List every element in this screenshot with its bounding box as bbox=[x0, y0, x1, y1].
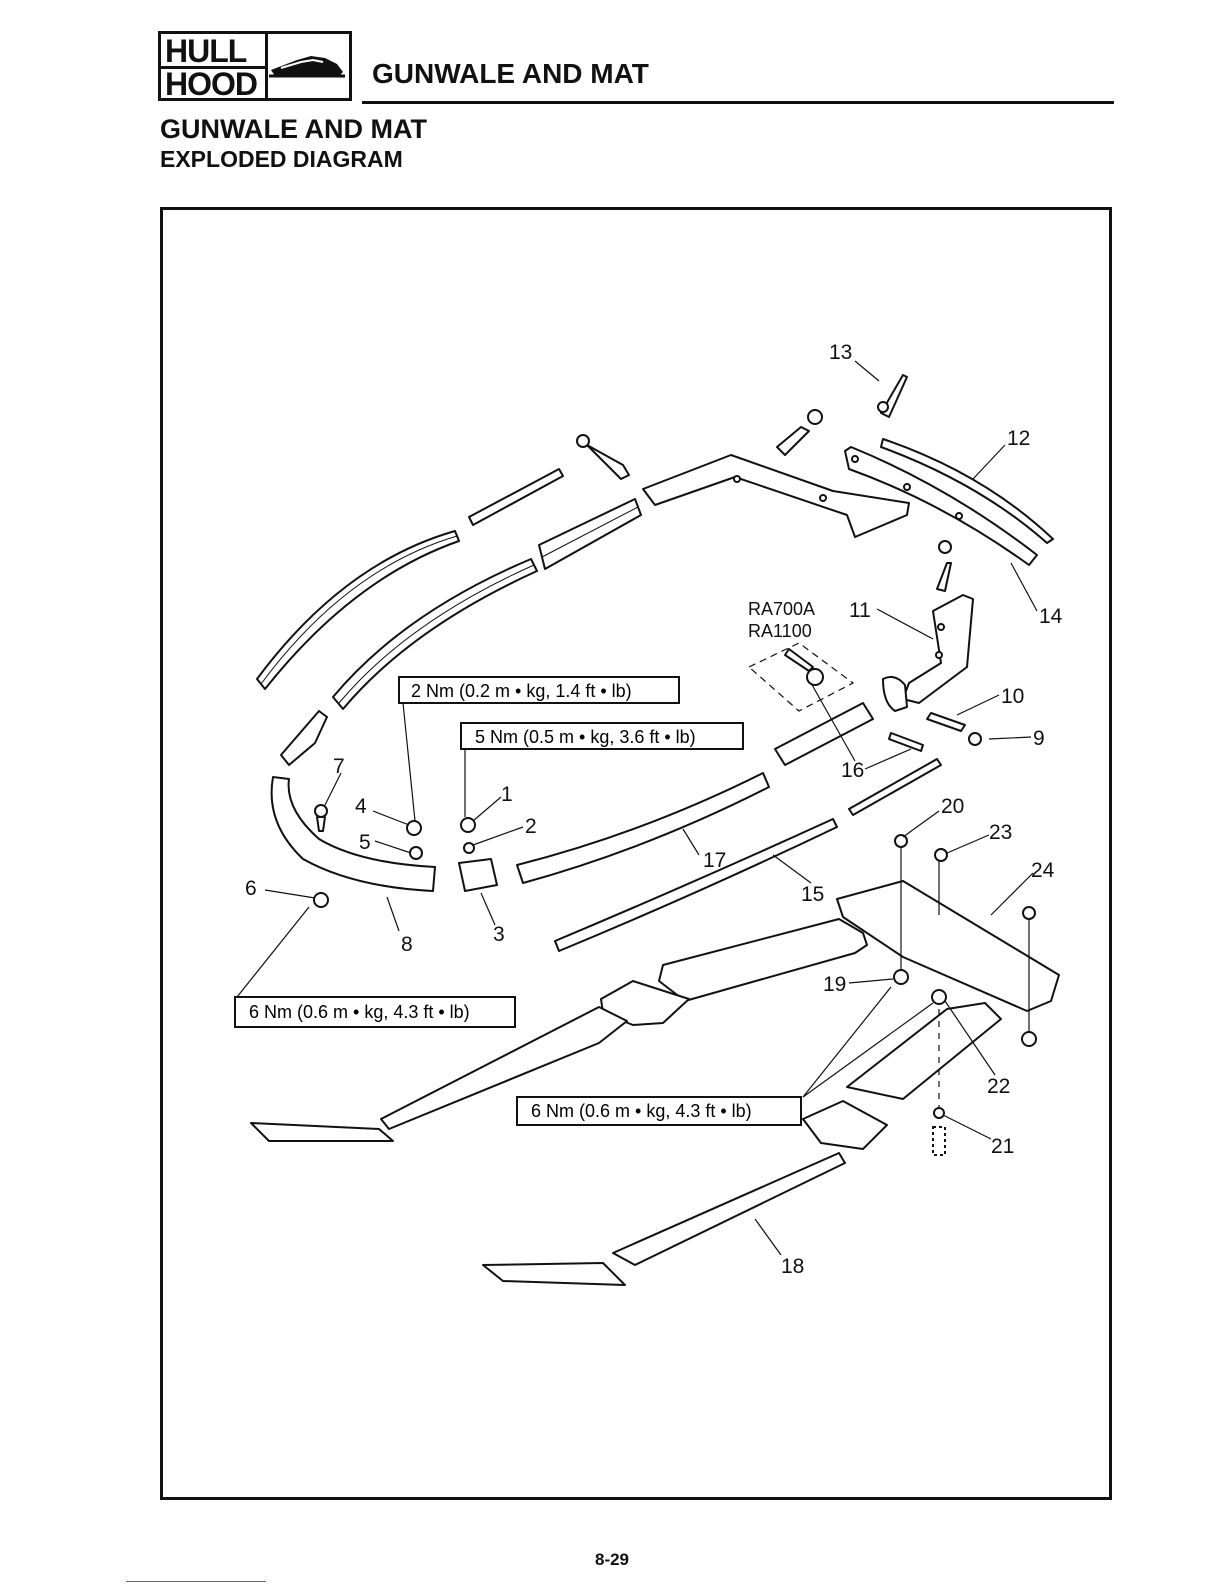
header-title: GUNWALE AND MAT bbox=[372, 58, 649, 90]
part-18-mat-pad bbox=[613, 1153, 845, 1265]
callout-12: 12 bbox=[1007, 427, 1030, 450]
callout-23: 23 bbox=[989, 821, 1012, 844]
torque-label-6nm-right: 6 Nm (0.6 m • kg, 4.3 ft • lb) bbox=[531, 1101, 752, 1121]
part-3-block bbox=[459, 859, 497, 891]
diagram-parts bbox=[251, 375, 1059, 1285]
left-clip bbox=[281, 711, 327, 765]
callout-15: 15 bbox=[801, 883, 824, 906]
callout-17: 17 bbox=[703, 849, 726, 872]
tab-label-hull: HULL bbox=[165, 35, 246, 67]
mat-pad-tip-right bbox=[483, 1263, 625, 1285]
model-note-ra1100: RA1100 bbox=[748, 621, 812, 641]
callout-16: 16 bbox=[841, 759, 864, 782]
part-11-bracket bbox=[903, 595, 973, 703]
footer-rule bbox=[126, 1581, 266, 1582]
header-rule bbox=[362, 101, 1114, 104]
left-trim-strip bbox=[257, 531, 459, 689]
part-17-front-rail bbox=[775, 703, 873, 765]
part-24-mat bbox=[837, 881, 1059, 1011]
callout-13: 13 bbox=[829, 341, 852, 364]
model-notes: RA700A RA1100 bbox=[748, 599, 815, 641]
callout-14: 14 bbox=[1039, 605, 1063, 628]
callout-7: 7 bbox=[333, 755, 345, 778]
mat-pad-tip-left bbox=[251, 1123, 393, 1141]
torque-label-2nm: 2 Nm (0.2 m • kg, 1.4 ft • lb) bbox=[411, 681, 632, 701]
callout-9: 9 bbox=[1033, 727, 1045, 750]
callout-18: 18 bbox=[781, 1255, 804, 1278]
watercraft-icon bbox=[267, 46, 347, 86]
mat-pad-right bbox=[847, 1003, 1001, 1099]
callout-24: 24 bbox=[1031, 859, 1055, 882]
callout-1: 1 bbox=[501, 783, 513, 806]
part-10-cap bbox=[883, 677, 907, 711]
model-note-ra700a: RA700A bbox=[748, 599, 815, 619]
callout-3: 3 bbox=[493, 923, 505, 946]
section-tab: HULL HOOD bbox=[158, 31, 352, 101]
mat-pad-right-small bbox=[803, 1101, 887, 1149]
callout-6: 6 bbox=[245, 877, 257, 900]
tab-label-hood: HOOD bbox=[165, 68, 257, 100]
section-title: GUNWALE AND MAT bbox=[160, 114, 427, 145]
callout-5: 5 bbox=[359, 831, 371, 854]
page-number: 8-29 bbox=[0, 1550, 1224, 1570]
exploded-diagram-frame: 1 2 3 4 5 6 7 8 9 10 11 12 13 14 15 16 1… bbox=[160, 207, 1112, 1500]
model-note-box bbox=[749, 643, 853, 711]
section-tab-words: HULL HOOD bbox=[161, 34, 268, 98]
callout-19: 19 bbox=[823, 973, 846, 996]
exploded-diagram: 1 2 3 4 5 6 7 8 9 10 11 12 13 14 15 16 1… bbox=[163, 210, 1109, 1497]
callout-11: 11 bbox=[849, 599, 871, 622]
callout-2: 2 bbox=[525, 815, 537, 838]
front-gunwale-section bbox=[539, 499, 641, 569]
callout-21: 21 bbox=[991, 1135, 1014, 1158]
callout-20: 20 bbox=[941, 795, 964, 818]
callout-4: 4 bbox=[355, 795, 367, 818]
callout-22: 22 bbox=[987, 1075, 1010, 1098]
callout-10: 10 bbox=[1001, 685, 1024, 708]
section-subtitle: EXPLODED DIAGRAM bbox=[160, 146, 403, 173]
short-trim-strip bbox=[469, 469, 563, 525]
torque-label-5nm: 5 Nm (0.5 m • kg, 3.6 ft • lb) bbox=[475, 727, 696, 747]
callout-8: 8 bbox=[401, 933, 413, 956]
torque-label-6nm-left: 6 Nm (0.6 m • kg, 4.3 ft • lb) bbox=[249, 1002, 470, 1022]
